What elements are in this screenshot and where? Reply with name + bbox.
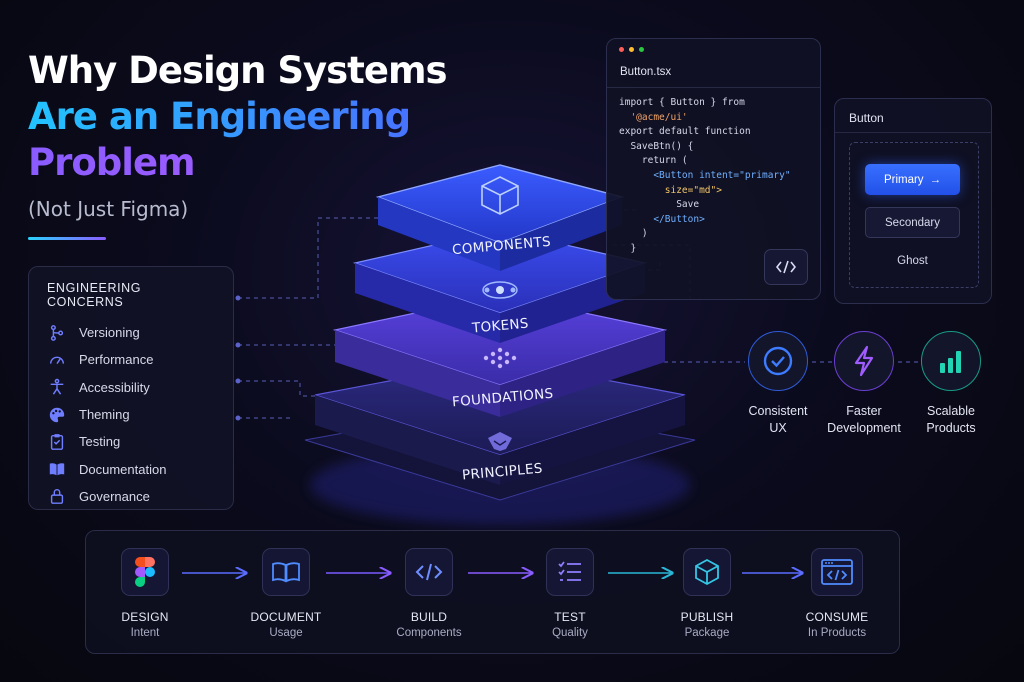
outcome-line2: Development — [827, 421, 901, 435]
concerns-heading: ENGINEERING CONCERNS — [47, 281, 142, 309]
step-title: DOCUMENT — [250, 610, 322, 624]
concern-label: Accessibility — [79, 379, 150, 395]
concern-governance: Governance — [47, 483, 215, 510]
code-line: '@acme/ui' — [619, 111, 688, 123]
code-editor-card: Button.tsx import { Button } from '@acme… — [606, 38, 821, 300]
code-view-button[interactable] — [764, 249, 808, 285]
step-subtitle: Package — [684, 627, 730, 639]
lightning-icon — [834, 331, 894, 391]
window-controls — [619, 47, 644, 52]
package-icon — [683, 548, 731, 596]
concern-versioning: Versioning — [47, 319, 215, 346]
pipeline-step-design: DESIGN Intent — [97, 548, 193, 639]
concern-label: Governance — [79, 488, 150, 504]
step-title: PUBLISH — [680, 610, 734, 624]
gauge-icon — [47, 350, 67, 370]
code-line: import { Button } from — [619, 97, 745, 108]
page-title: Why Design Systems Are an Engineering Pr… — [28, 48, 448, 186]
grid-dots-icon — [483, 347, 517, 369]
concern-label: Versioning — [79, 325, 140, 341]
step-subtitle: Usage — [269, 627, 303, 639]
cube-icon — [481, 176, 519, 215]
concern-testing: Testing — [47, 428, 215, 455]
code-line: Save — [619, 199, 700, 211]
pipeline-step-document: DOCUMENT Usage — [238, 548, 334, 639]
code-body: import { Button } from '@acme/ui' export … — [619, 96, 791, 257]
step-title: BUILD — [410, 610, 448, 624]
code-line: size="md"> — [619, 184, 722, 196]
concern-theming: Theming — [47, 401, 215, 428]
code-line: <Button intent="primary" — [619, 169, 791, 181]
title-line-1: Why Design Systems — [28, 49, 448, 92]
page-subtitle: (Not Just Figma) — [28, 197, 189, 221]
branch-icon — [47, 323, 67, 343]
tokens-icon — [482, 281, 518, 299]
code-icon — [405, 548, 453, 596]
pipeline-step-consume: CONSUME In Products — [789, 548, 885, 639]
step-subtitle: Quality — [552, 627, 588, 639]
divider — [835, 132, 991, 133]
book-icon — [47, 459, 67, 479]
outcome-line1: Faster — [846, 404, 882, 418]
step-subtitle: Intent — [130, 627, 160, 639]
preview-canvas — [849, 142, 979, 288]
step-subtitle: In Products — [807, 627, 867, 639]
pipeline-step-publish: PUBLISH Package — [659, 548, 755, 639]
code-icon — [775, 260, 797, 274]
code-line: ) — [619, 228, 648, 240]
workflow-pipeline — [85, 530, 900, 654]
arrow-right-icon: → — [929, 173, 942, 186]
outcome-line2: Products — [926, 421, 976, 435]
checklist-icon — [546, 548, 594, 596]
browser-code-icon — [811, 548, 863, 596]
code-line: SaveBtn() { — [619, 140, 694, 152]
shield-icon — [488, 432, 512, 451]
title-line-3: Problem — [28, 140, 447, 186]
person-icon — [47, 377, 67, 397]
ghost-button[interactable]: Ghost — [897, 255, 928, 267]
lock-icon — [47, 486, 67, 506]
step-subtitle: Components — [396, 627, 462, 639]
step-title: CONSUME — [805, 610, 869, 624]
divider — [607, 87, 820, 88]
bar-chart-icon — [921, 331, 981, 391]
concern-label: Documentation — [79, 461, 167, 477]
outcome-line1: Consistent — [748, 404, 808, 418]
step-title: DESIGN — [121, 610, 169, 624]
concern-label: Testing — [79, 434, 121, 450]
pipeline-step-build: BUILD Components — [381, 548, 477, 639]
outcome-line1: Scalable — [927, 404, 975, 418]
concern-accessibility: Accessibility — [47, 374, 215, 401]
secondary-button[interactable]: Secondary — [865, 207, 960, 238]
engineering-concerns-panel: ENGINEERING CONCERNS Versioning Performa… — [28, 266, 234, 510]
button-preview-card: Button Primary → Secondary Ghost — [834, 98, 992, 304]
figma-icon — [121, 548, 169, 596]
primary-button-label: Primary — [883, 173, 924, 186]
palette-icon — [47, 405, 67, 425]
check-circle-icon — [748, 331, 808, 391]
code-line: return ( — [619, 155, 688, 167]
clipboard-check-icon — [47, 432, 67, 452]
code-line: export default function — [619, 126, 751, 138]
title-underline — [28, 237, 106, 240]
concern-label: Theming — [79, 407, 130, 423]
code-line: </Button> — [619, 213, 705, 225]
primary-button[interactable]: Primary → — [865, 164, 960, 195]
concern-label: Performance — [79, 352, 154, 368]
concern-documentation: Documentation — [47, 455, 215, 482]
code-filename: Button.tsx — [620, 66, 672, 78]
outcome-line2: UX — [769, 421, 787, 435]
pipeline-step-test: TEST Quality — [522, 548, 618, 639]
title-line-2: Are an Engineering — [28, 94, 447, 140]
preview-title: Button — [849, 111, 884, 125]
book-open-icon — [262, 548, 310, 596]
concern-performance: Performance — [47, 346, 215, 373]
step-title: TEST — [554, 610, 586, 624]
code-line: } — [619, 242, 637, 254]
